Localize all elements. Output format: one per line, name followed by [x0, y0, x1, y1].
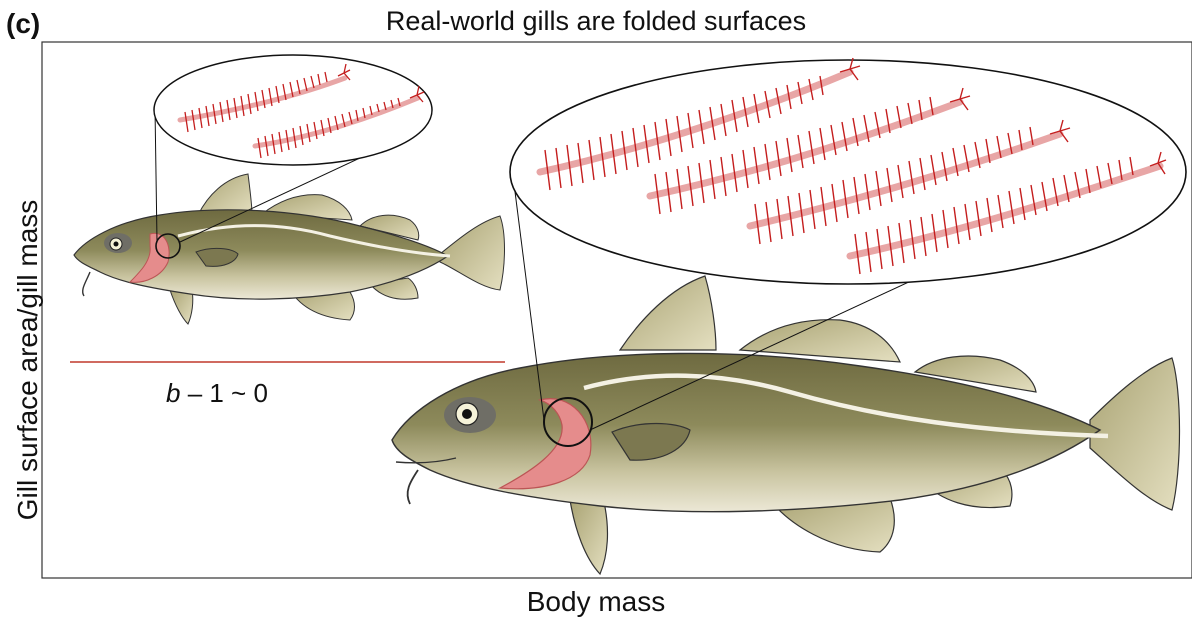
y-axis-label: Gill surface area/gill mass	[12, 150, 44, 570]
diagram-title: Real-world gills are folded surfaces	[0, 6, 1192, 37]
small-fish-pelvic-fin	[170, 290, 193, 324]
small-fish-tail	[440, 216, 505, 290]
scaling-exponent-symbol: b	[166, 378, 180, 408]
small-gill-zoom	[154, 55, 432, 165]
large-zoom-ellipse	[510, 60, 1186, 284]
scaling-annotation-rest: – 1 ~ 0	[180, 378, 267, 408]
small-fish	[74, 174, 505, 324]
large-gill-zoom	[510, 58, 1186, 284]
large-fish-barbel	[408, 470, 418, 504]
large-fish-dorsal-fin-1	[620, 276, 716, 350]
large-fish-pupil	[462, 409, 472, 419]
small-fish-pupil	[114, 242, 119, 247]
large-fish-pelvic-fin	[570, 500, 607, 574]
small-fish-barbel	[83, 272, 90, 296]
x-axis-label: Body mass	[0, 586, 1192, 618]
large-fish	[392, 276, 1180, 574]
scaling-annotation: b – 1 ~ 0	[166, 378, 268, 409]
small-fish-dorsal-fin-1	[198, 174, 252, 215]
